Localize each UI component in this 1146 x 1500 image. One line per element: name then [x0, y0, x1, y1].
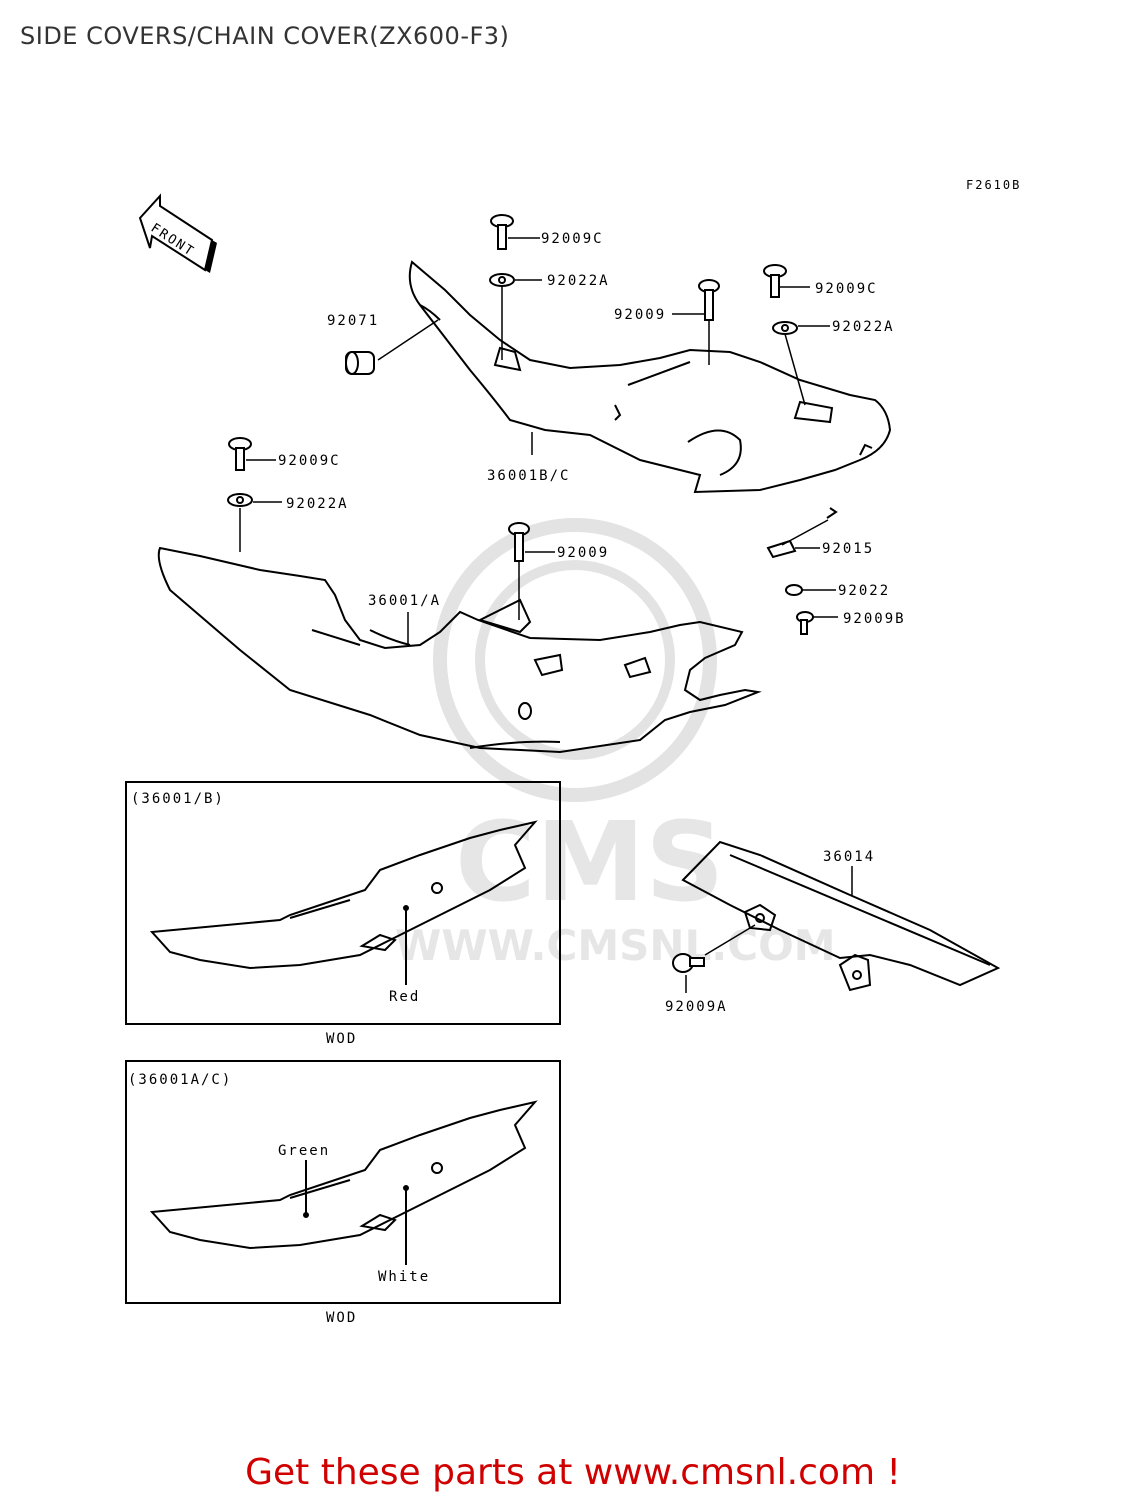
label-92071: 92071 — [327, 313, 379, 329]
label-92022a-left: 92022A — [286, 496, 349, 512]
inset1-color-red: Red — [389, 989, 420, 1005]
part-labels: 92009C 92022A 92009C 92009 92022A 92071 … — [128, 231, 906, 1326]
front-arrow: FRONT — [138, 193, 217, 273]
upper-cover-36001bc — [408, 260, 892, 519]
inset2-caption: WOD — [326, 1310, 357, 1326]
watermark: CMS WWW.CMSNL.COM — [395, 518, 836, 970]
label-36014: 36014 — [823, 849, 875, 865]
hardware-left — [227, 437, 530, 562]
label-92022a-top: 92022A — [547, 273, 610, 289]
label-36001a: 36001/A — [368, 593, 441, 609]
watermark-brand: CMS — [455, 798, 724, 926]
hardware-right — [766, 539, 814, 635]
lower-cover-36001a — [157, 546, 762, 754]
chain-cover-36014 — [681, 840, 1001, 992]
leader-lines-chain — [685, 866, 853, 993]
inset2-color-white: White — [378, 1269, 430, 1285]
label-92022: 92022 — [838, 583, 890, 599]
label-92009-upper: 92009 — [614, 307, 666, 323]
inset2-color-green: Green — [278, 1143, 330, 1159]
label-92009a: 92009A — [665, 999, 728, 1015]
leader-lines-upper — [377, 237, 830, 455]
label-92009c-left: 92009C — [278, 453, 341, 469]
inset-36001a-c — [125, 1060, 561, 1304]
footer-link-text[interactable]: Get these parts at www.cmsnl.com ! — [245, 1452, 901, 1493]
page-title: SIDE COVERS/CHAIN COVER(ZX600-F3) — [20, 22, 510, 50]
hardware-upper — [345, 214, 798, 375]
inset1-caption: WOD — [326, 1031, 357, 1047]
label-92009c-top: 92009C — [541, 231, 604, 247]
leader-lines-left — [239, 459, 555, 645]
inset1-title: (36001/B) — [131, 791, 225, 807]
watermark-url: WWW.CMSNL.COM — [395, 921, 836, 970]
leader-lines-right — [781, 519, 838, 618]
inset2-title: (36001A/C) — [128, 1072, 232, 1088]
label-92022a-right: 92022A — [832, 319, 895, 335]
diagram-code: F2610B — [966, 178, 1022, 192]
label-92009-lower: 92009 — [557, 545, 609, 561]
label-92015: 92015 — [822, 541, 874, 557]
inset-36001-b — [125, 781, 561, 1025]
hardware-chain — [672, 953, 705, 973]
label-92009b: 92009B — [843, 611, 906, 627]
label-92009c-right: 92009C — [815, 281, 878, 297]
label-36001bc: 36001B/C — [487, 468, 570, 484]
